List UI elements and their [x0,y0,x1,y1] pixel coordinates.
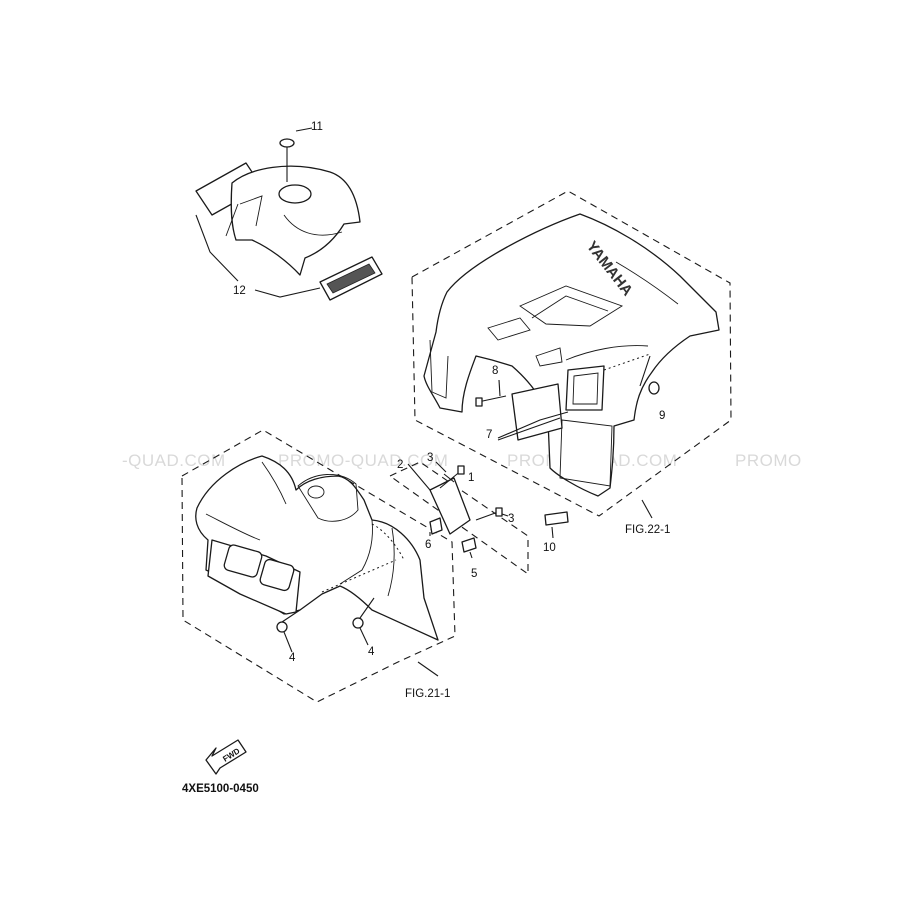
part-10-decal [544,511,569,526]
fender-side-contour [339,519,373,585]
watermark-text-2: PROMO-QUAD.COM [278,451,448,470]
leader-3-upper [435,461,447,473]
front-fender-assembly: 2 3 1 3 6 5 4 4 FIG.21-1 [181,429,529,703]
part-3-bolt-upper-head [457,465,465,475]
rear-reflector-window [565,365,605,411]
leader-8 [498,379,501,397]
rear-fender-lower-panel [559,419,613,487]
callout-4-right: 4 [368,646,375,658]
leader-10 [551,526,554,539]
part-9-grommet [648,381,660,395]
watermark-text-1: -QUAD.COM [122,451,226,470]
leader-3-lower [501,513,509,517]
rear-fender-edge [565,345,649,361]
callout-10: 10 [543,542,556,554]
rear-fender-deck [519,285,624,327]
hood-emblem [307,485,325,499]
callout-11: 11 [311,121,323,133]
part-4-grommet-left [276,621,288,633]
rear-reflector-inner [572,372,599,405]
leader-fig21 [417,661,439,677]
dotted-line-rear [603,353,651,371]
fig-21-1-label: FIG.21-1 [405,688,450,700]
cover-cap-recess [278,184,312,204]
tank-cover-assembly: 11 12 [195,121,383,301]
fwd-arrow-icon [205,739,247,775]
fig-22-1-label: FIG.22-1 [625,524,670,536]
callout-6: 6 [425,539,431,551]
rear-fender-bracket-left [487,317,531,341]
leader-7-lower [497,417,561,441]
leader-fig22 [641,499,653,519]
watermark-text-4: PROMO [735,451,802,470]
front-fender-group-outline [181,429,456,703]
part-3-bolt-lower-head [495,507,503,517]
cover-contour-line [283,214,343,236]
leader-1 [443,473,455,483]
part-3-bolt-lower [475,511,499,521]
callout-5: 5 [471,568,477,580]
callout-3-upper: 3 [427,452,433,464]
part-1-bracket [429,477,471,535]
tank-cover-body [230,165,361,276]
leader-11 [295,127,313,132]
hood-ridge-left [261,461,287,505]
callout-8: 8 [492,365,498,377]
callout-7: 7 [486,429,492,441]
leader-2 [407,463,431,491]
part-4-grommet-right [352,617,364,629]
diagram-code: 4XE5100-0450 [182,783,259,795]
rear-fender-deck-inner [531,295,609,319]
rear-fender-left-flap [429,339,449,399]
callout-3-lower: 3 [508,513,514,525]
leader-5 [469,551,473,559]
rear-fender-assembly: YAMAHA 8 7 9 10 FIG.22-1 [411,190,732,554]
leader-7-upper [497,411,569,439]
callout-1: 1 [468,472,474,484]
part-8-bolt-head [475,397,483,407]
fwd-indicator: FWD [205,739,247,775]
cap-decal [279,138,295,148]
leader-4-left [283,631,293,653]
headlight-left [223,544,263,578]
cover-strap [225,203,239,237]
callout-9: 9 [659,410,665,422]
leader-12-right [254,287,321,298]
fender-left-contour [205,513,261,541]
leader-12-left [195,214,239,282]
hood-center-panel [297,474,359,522]
decal-strip-print [326,263,376,294]
part-6-clip [429,517,443,535]
headlight-right [259,558,295,592]
callout-2: 2 [397,459,403,471]
part-5-pad [461,537,477,553]
leader-9 [639,355,651,387]
bracket-subgroup-outline [388,461,529,576]
cover-tab-detail [239,195,263,227]
rear-fender-body [423,213,720,497]
fender-flare-line [387,527,395,597]
leader-4-left-up [281,609,301,623]
rear-fender-brand-panel [615,261,679,305]
callout-12: 12 [233,285,246,297]
part-7-plate [511,383,563,441]
part-8-bolt [477,395,507,403]
callout-4-left: 4 [289,652,296,664]
dotted-line-front [321,559,397,593]
leader-4-right [359,627,369,646]
rear-fender-bracket-mid [535,347,563,367]
leader-4-right-up [359,597,375,619]
